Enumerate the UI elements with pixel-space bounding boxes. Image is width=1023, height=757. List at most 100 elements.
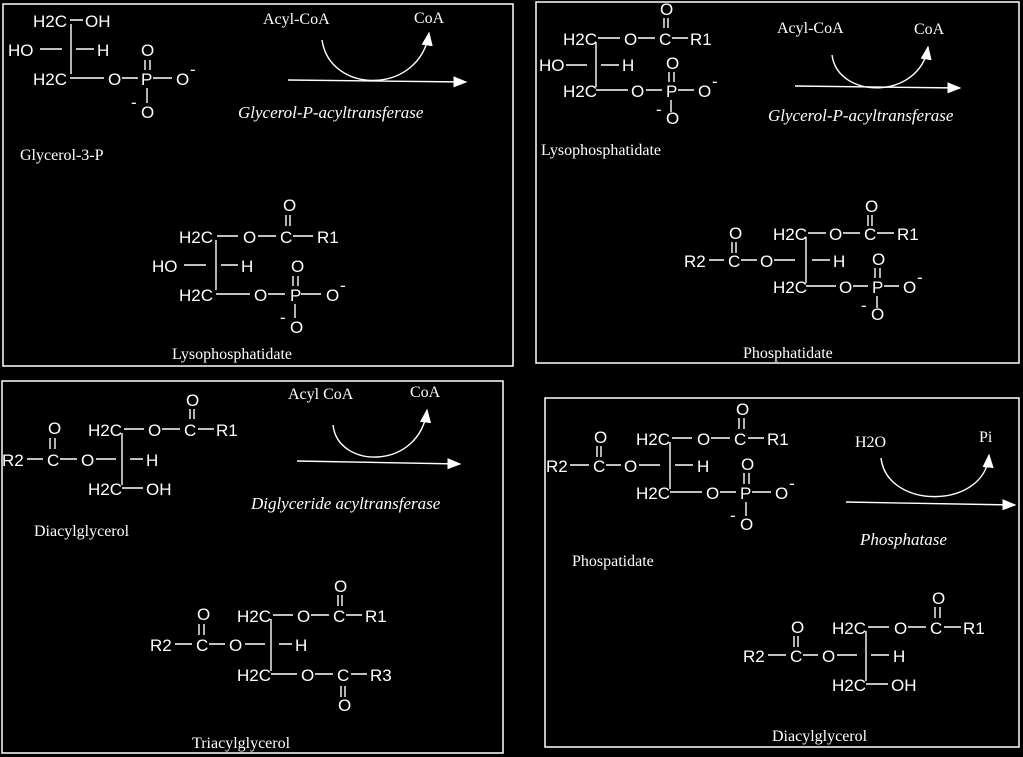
svg-text:R1: R1 bbox=[365, 607, 387, 626]
svg-text:C: C bbox=[659, 30, 671, 49]
svg-text:O: O bbox=[760, 252, 773, 271]
lysophosphatidate-label: Lysophosphatidate bbox=[172, 346, 292, 363]
phospatidate-molecule: H2C O C O R1 R2 C O O H H2C O P O O - O … bbox=[546, 400, 795, 534]
svg-text:-: - bbox=[280, 308, 286, 327]
svg-text:-: - bbox=[861, 296, 867, 315]
svg-text:O: O bbox=[666, 54, 679, 73]
svg-text:CoA: CoA bbox=[914, 21, 945, 38]
svg-text:-: - bbox=[730, 506, 736, 525]
svg-text:-: - bbox=[712, 72, 718, 91]
svg-text:P: P bbox=[872, 278, 883, 297]
svg-text:P: P bbox=[740, 484, 751, 503]
svg-text:H: H bbox=[146, 451, 158, 470]
svg-text:H: H bbox=[893, 647, 905, 666]
svg-text:O: O bbox=[254, 286, 267, 305]
svg-text:H: H bbox=[241, 257, 253, 276]
glycerol-3-p-label: Glycerol-3-P bbox=[20, 147, 104, 164]
reaction-arrow-2: Acyl-CoA CoA Glycerol-P-acyltransferase bbox=[768, 20, 962, 125]
svg-text:O: O bbox=[176, 70, 189, 89]
svg-text:R1: R1 bbox=[897, 225, 919, 244]
svg-text:R1: R1 bbox=[963, 619, 985, 638]
svg-text:R2: R2 bbox=[684, 252, 706, 271]
svg-text:R1: R1 bbox=[690, 30, 712, 49]
svg-text:R1: R1 bbox=[767, 430, 789, 449]
svg-text:O: O bbox=[775, 484, 788, 503]
diacylglycerol-molecule: H2C O C O R1 R2 C O O H H2C OH bbox=[2, 391, 238, 499]
svg-text:C: C bbox=[790, 647, 802, 666]
svg-text:O: O bbox=[822, 647, 835, 666]
svg-text:OH: OH bbox=[146, 480, 172, 499]
svg-text:H2C: H2C bbox=[773, 225, 807, 244]
svg-text:H2C: H2C bbox=[88, 480, 122, 499]
triacylglycerol-label: Triacylglycerol bbox=[192, 735, 291, 752]
svg-text:O: O bbox=[290, 318, 303, 337]
svg-text:H: H bbox=[833, 252, 845, 271]
svg-text:C: C bbox=[184, 421, 196, 440]
diacylglycerol-label: Diacylglycerol bbox=[34, 523, 130, 540]
svg-text:HO: HO bbox=[8, 41, 34, 60]
svg-text:H2C: H2C bbox=[179, 286, 213, 305]
svg-text:O: O bbox=[148, 421, 161, 440]
svg-text:Acyl CoA: Acyl CoA bbox=[288, 386, 354, 403]
svg-text:C: C bbox=[593, 457, 605, 476]
svg-text:Acyl-CoA: Acyl-CoA bbox=[777, 20, 844, 37]
svg-text:O: O bbox=[624, 457, 637, 476]
svg-text:H2C: H2C bbox=[832, 676, 866, 695]
svg-text:O: O bbox=[736, 400, 749, 419]
svg-text:R1: R1 bbox=[216, 421, 238, 440]
svg-text:P: P bbox=[666, 82, 677, 101]
phosphate-label: Pi bbox=[979, 429, 993, 446]
svg-text:O: O bbox=[865, 197, 878, 216]
panel-3-border bbox=[1, 380, 504, 754]
svg-text:-: - bbox=[190, 60, 196, 79]
lysophosphatidate-molecule-2: H2C O C O R1 HO H H2C O P O O - O - bbox=[539, 0, 718, 128]
svg-text:-: - bbox=[789, 474, 795, 493]
lysophosphatidate-label-2: Lysophosphatidate bbox=[541, 142, 661, 159]
svg-text:HO: HO bbox=[539, 56, 565, 75]
svg-text:O: O bbox=[791, 618, 804, 637]
svg-text:O: O bbox=[108, 70, 121, 89]
panel-4-border bbox=[544, 397, 1020, 748]
svg-text:-: - bbox=[340, 276, 346, 295]
svg-text:O: O bbox=[186, 391, 199, 410]
panel-1-border bbox=[2, 3, 514, 367]
svg-text:H2C: H2C bbox=[33, 12, 67, 31]
svg-text:O: O bbox=[660, 0, 673, 19]
svg-text:H2C: H2C bbox=[179, 228, 213, 247]
phosphatidate-molecule: H2C O C O R1 R2 C O O H H2C O P O O - O … bbox=[684, 197, 923, 324]
svg-text:H2C: H2C bbox=[636, 430, 670, 449]
svg-text:H: H bbox=[622, 56, 634, 75]
svg-text:C: C bbox=[864, 225, 876, 244]
reaction-arrow-3: Acyl CoA CoA Diglyceride acyltransferase bbox=[250, 384, 462, 513]
svg-text:O: O bbox=[297, 607, 310, 626]
svg-text:H: H bbox=[697, 457, 709, 476]
svg-text:C: C bbox=[333, 607, 345, 626]
svg-text:-: - bbox=[917, 268, 923, 287]
svg-text:H2C: H2C bbox=[832, 619, 866, 638]
glycerol-3-p-molecule: H2C OH HO H H2C O P O O - O - bbox=[8, 12, 196, 122]
svg-text:Glycerol-P-acyltransferase: Glycerol-P-acyltransferase bbox=[768, 106, 954, 125]
svg-text:O: O bbox=[229, 636, 242, 655]
svg-text:O: O bbox=[334, 577, 347, 596]
svg-text:C: C bbox=[196, 636, 208, 655]
svg-text:R2: R2 bbox=[150, 636, 172, 655]
svg-text:O: O bbox=[741, 455, 754, 474]
svg-text:O: O bbox=[872, 250, 885, 269]
svg-text:O: O bbox=[706, 484, 719, 503]
svg-text:R2: R2 bbox=[2, 451, 24, 470]
phospatidate-label: Phospatidate bbox=[572, 553, 654, 570]
panel-2-border bbox=[535, 1, 1020, 364]
svg-text:C: C bbox=[728, 252, 740, 271]
svg-text:C: C bbox=[337, 666, 349, 685]
svg-text:H2C: H2C bbox=[237, 666, 271, 685]
svg-text:O: O bbox=[903, 278, 916, 297]
svg-text:O: O bbox=[729, 224, 742, 243]
svg-text:H2C: H2C bbox=[563, 82, 597, 101]
svg-text:CoA: CoA bbox=[410, 384, 441, 401]
svg-text:O: O bbox=[697, 430, 710, 449]
phosphatidate-label: Phosphatidate bbox=[743, 345, 833, 362]
svg-text:O: O bbox=[740, 515, 753, 534]
triacylglycerol-molecule: H2C O C O R1 R2 C O O H H2C O C R3 O bbox=[150, 577, 392, 715]
svg-text:O: O bbox=[81, 451, 94, 470]
